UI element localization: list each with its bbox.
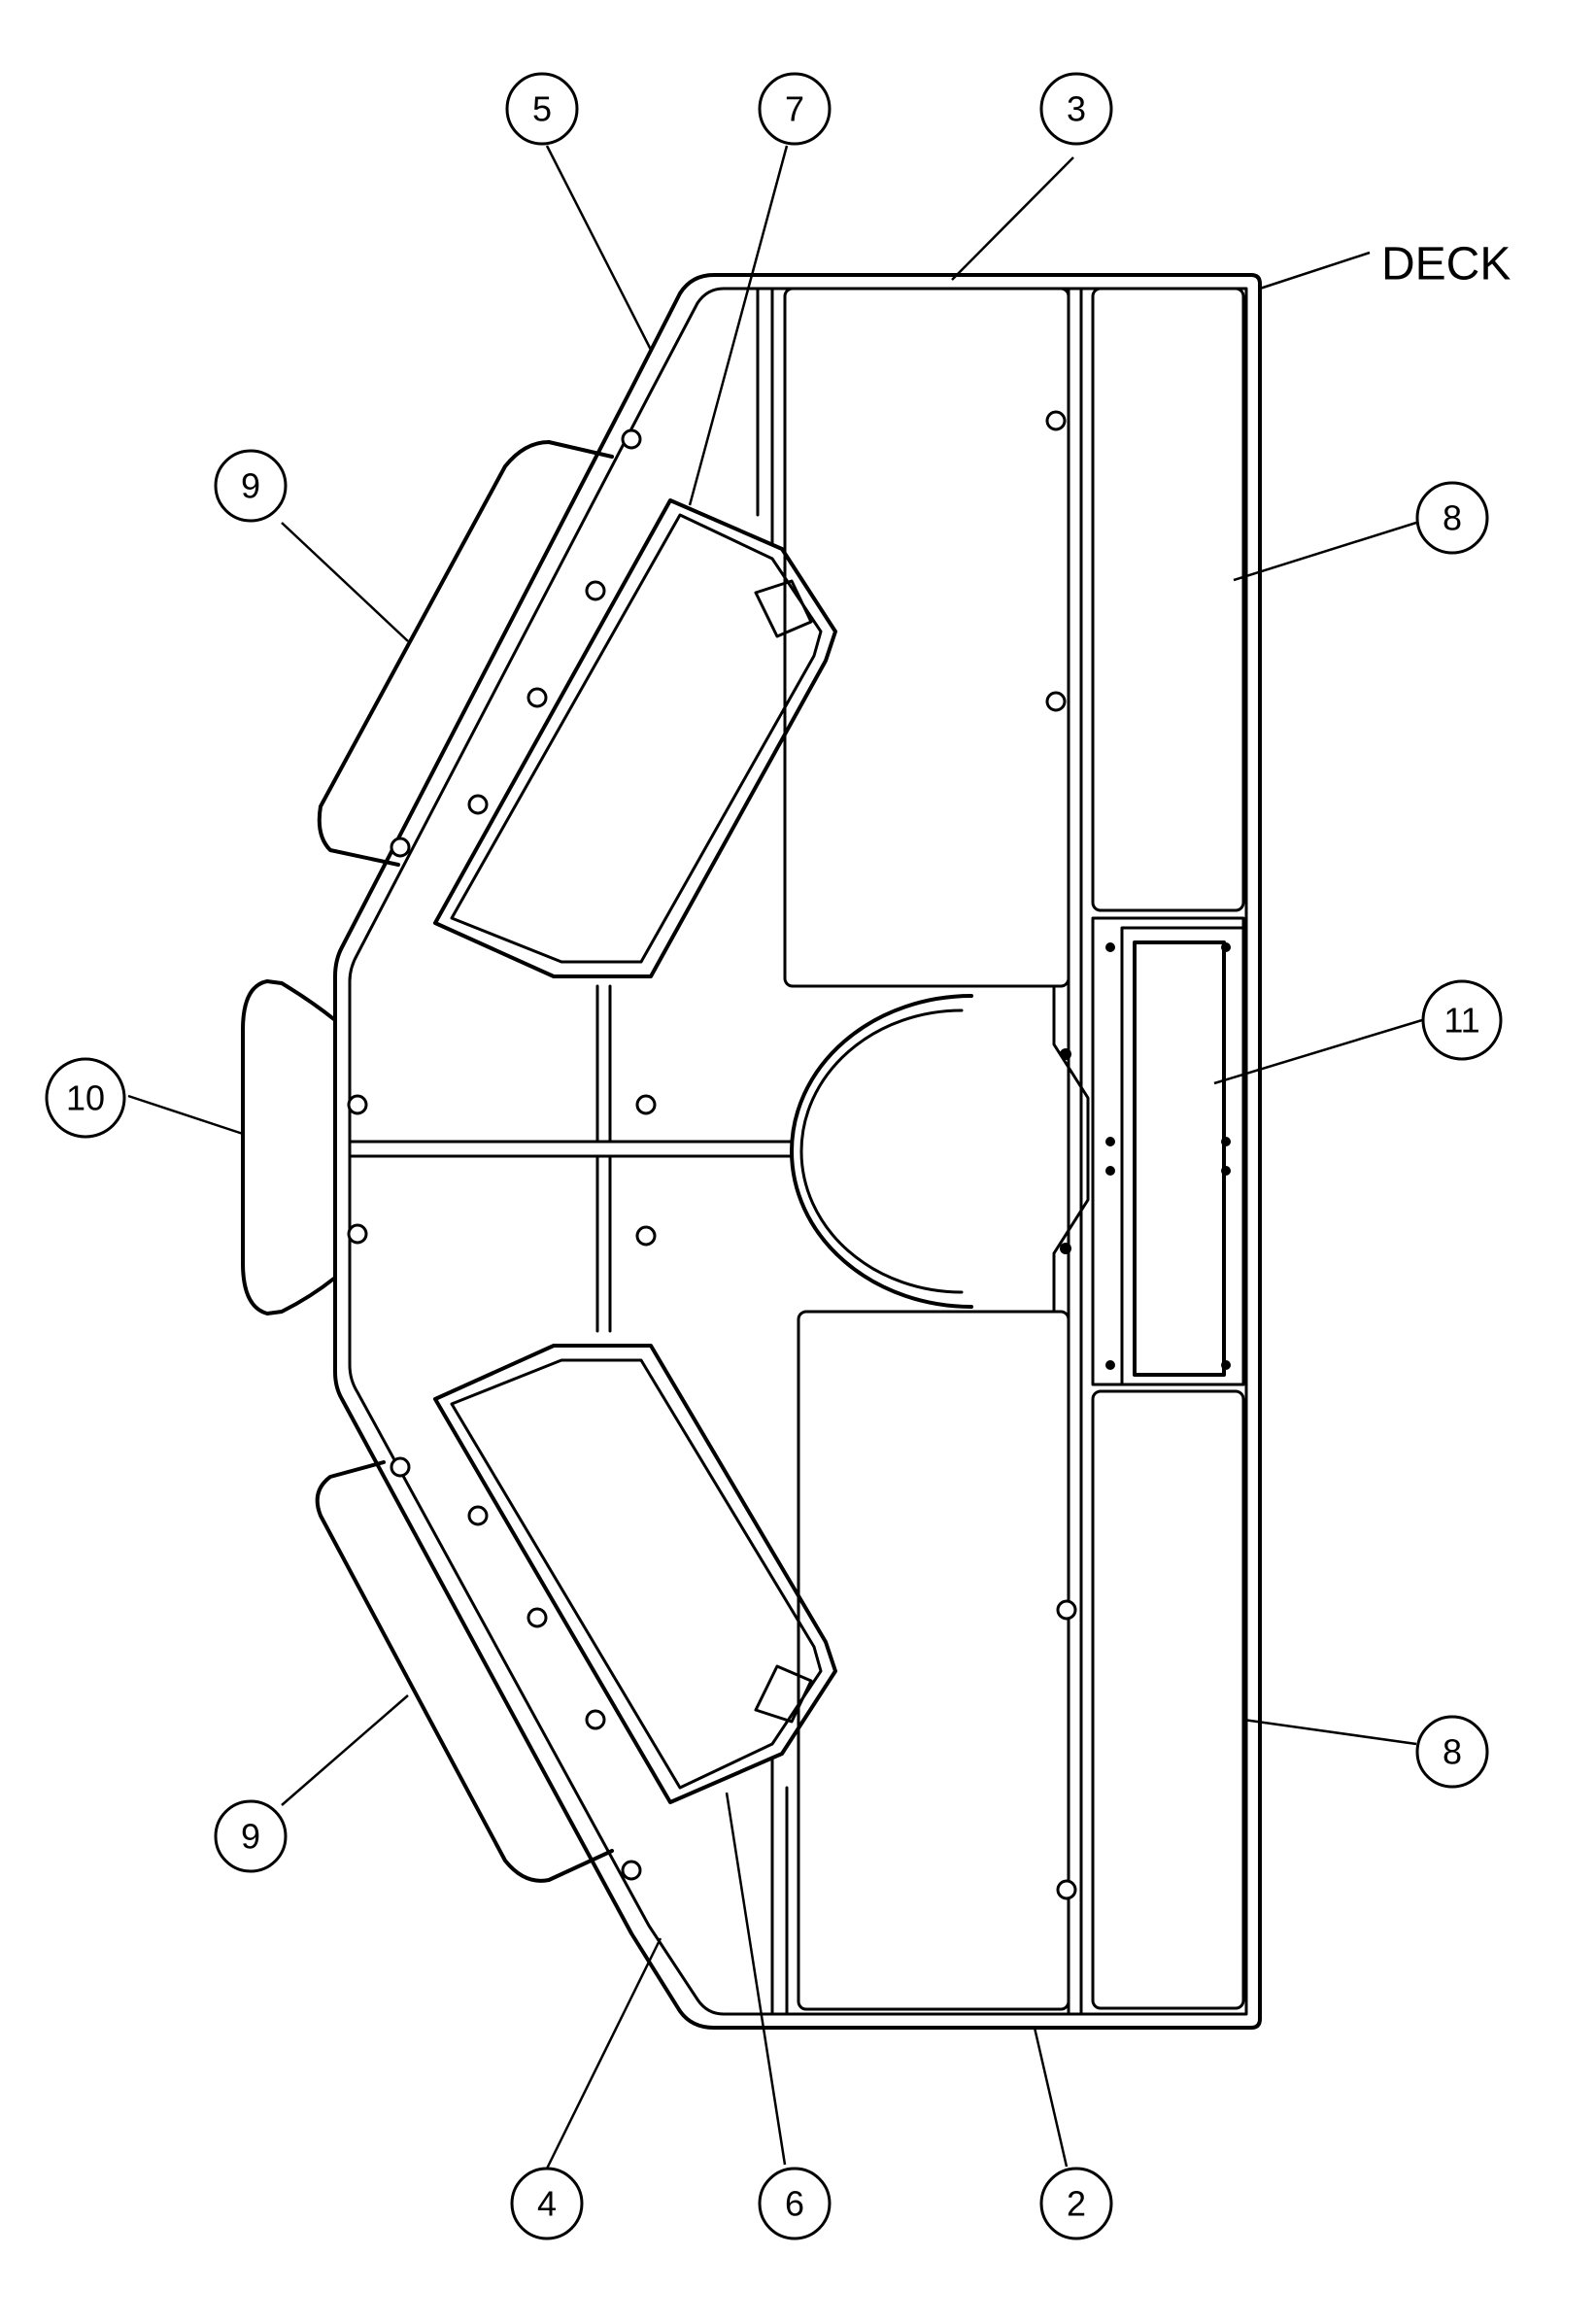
callout-4: 4 [510,2167,584,2240]
callout-7: 7 [758,72,832,146]
hatch-7 [433,498,837,978]
callout-3: 3 [1039,72,1113,146]
deck-label: DECK [1381,239,1511,290]
pad-10 [241,979,337,1316]
svg-text:5: 5 [532,89,552,129]
panel-8-upper [1091,287,1245,912]
panel-3 [783,287,1070,988]
callout-5: 5 [505,72,579,146]
svg-text:6: 6 [785,2184,804,2224]
hatch-11 [1091,916,1245,1386]
svg-text:9: 9 [241,466,260,506]
callout-2: 2 [1039,2167,1113,2240]
svg-text:3: 3 [1067,89,1086,129]
callout-10: 10 [45,1057,126,1139]
leader-lines [127,145,1423,2170]
hatch-6 [433,1344,837,1804]
panel-8-lower [1091,1389,1245,2010]
callout-8-upper: 8 [1415,481,1489,555]
svg-text:9: 9 [241,1817,260,1857]
pad-9-lower [315,1460,614,1883]
callout-11: 11 [1421,979,1503,1061]
callout-6: 6 [758,2167,832,2240]
svg-text:8: 8 [1443,498,1462,538]
svg-text:11: 11 [1443,1001,1479,1041]
callout-9-lower: 9 [214,1799,288,1873]
callout-8-lower: 8 [1415,1715,1489,1789]
callout-9-upper: 9 [214,449,288,523]
svg-text:2: 2 [1067,2184,1086,2224]
center-cutout [790,984,1090,1314]
panel-2 [797,1310,1070,2011]
svg-text:8: 8 [1443,1732,1462,1772]
svg-text:7: 7 [785,89,804,129]
deck-outline [333,273,1262,2030]
mounting-holes [347,410,1077,1900]
pad-9-upper [317,440,614,867]
svg-text:4: 4 [537,2184,557,2224]
svg-text:10: 10 [66,1078,105,1118]
